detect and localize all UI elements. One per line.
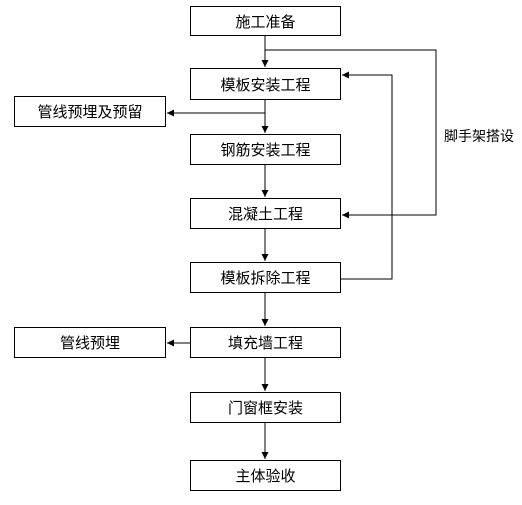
node-window-frame[interactable]: 门窗框安装 bbox=[190, 392, 341, 423]
edge-n5-n2 bbox=[341, 71, 393, 280]
node-construction-prep[interactable]: 施工准备 bbox=[190, 6, 341, 36]
node-formwork-install[interactable]: 模板安装工程 bbox=[190, 68, 341, 100]
node-pipe-embed[interactable]: 管线预埋 bbox=[14, 327, 166, 358]
node-concrete-work[interactable]: 混凝土工程 bbox=[190, 198, 341, 229]
node-pipe-embed-reserve[interactable]: 管线预埋及预留 bbox=[14, 96, 166, 127]
scaffold-label: 脚手架搭设 bbox=[444, 129, 514, 145]
node-rebar-install[interactable]: 钢筋安装工程 bbox=[190, 134, 341, 165]
node-formwork-removal[interactable]: 模板拆除工程 bbox=[190, 262, 341, 293]
node-structure-acceptance[interactable]: 主体验收 bbox=[190, 460, 341, 491]
node-infill-wall[interactable]: 填充墙工程 bbox=[190, 327, 341, 358]
edge-n1-n4-scaffold bbox=[265, 49, 437, 219]
